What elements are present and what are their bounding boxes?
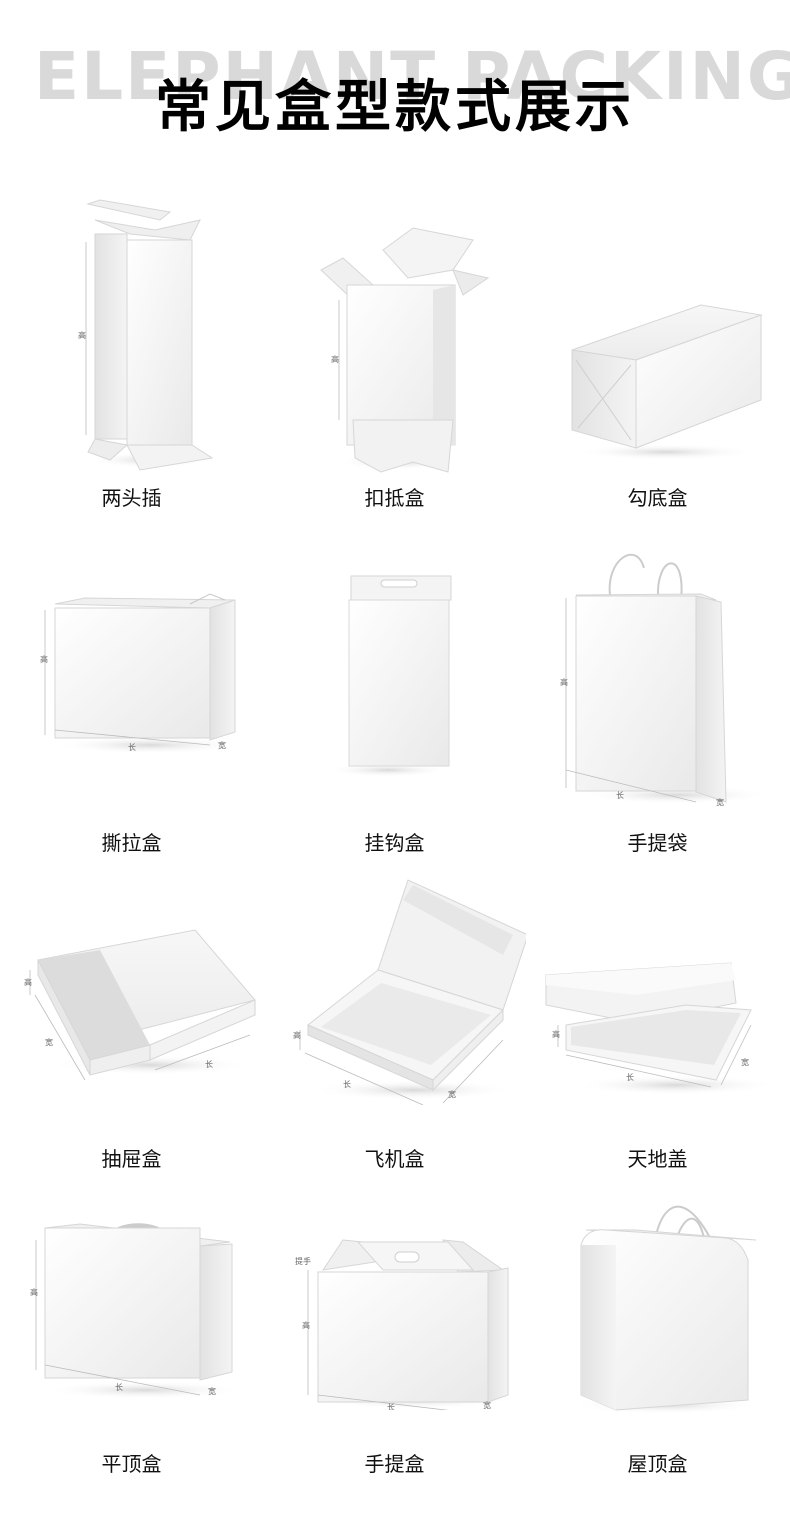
tear-strip-box-illustration: 高 长 宽 xyxy=(40,593,245,754)
box-type-label: 屋顶盒 xyxy=(627,1452,688,1476)
page-title: 常见盒型款式展示 xyxy=(155,75,635,140)
box-type-card: 挂钩盒 xyxy=(263,540,526,860)
box-type-card: 提手 高 长 宽 手提盒 xyxy=(263,1200,526,1500)
dimension-width-label: 宽 xyxy=(716,797,724,807)
paper-bag-illustration: 高 长 宽 xyxy=(560,553,771,807)
box-type-label: 平顶盒 xyxy=(101,1452,162,1476)
box-type-card: 高 长 宽 天地盖 xyxy=(526,875,789,1180)
handle-box-illustration: 提手 高 长 宽 xyxy=(295,1239,513,1410)
dimension-length-label: 长 xyxy=(115,1382,123,1392)
dimension-width-label: 宽 xyxy=(208,1386,216,1396)
box-type-label: 飞机盒 xyxy=(364,1147,425,1171)
box-type-card: 勾底盒 xyxy=(526,190,789,520)
crash-lock-box-illustration xyxy=(571,304,763,460)
gable-top-box-illustration xyxy=(571,1205,761,1414)
mailer-box-illustration: 高 长 宽 xyxy=(293,879,526,1105)
dimension-length-label: 长 xyxy=(616,790,624,800)
dimension-height-label: 高 xyxy=(552,1029,560,1039)
box-type-label: 天地盖 xyxy=(627,1147,688,1171)
box-type-card: 屋顶盒 xyxy=(526,1200,789,1500)
dimension-length-label: 长 xyxy=(387,1402,395,1410)
dimension-length-label: 长 xyxy=(343,1079,351,1089)
drawer-box-illustration: 高 宽 长 xyxy=(24,929,256,1081)
box-type-label: 撕拉盒 xyxy=(101,831,162,855)
dimension-height-label: 高 xyxy=(78,330,86,340)
box-type-label: 挂钩盒 xyxy=(364,831,425,855)
box-type-label: 扣抵盒 xyxy=(364,486,425,510)
box-type-card: 高 长 宽 手提袋 xyxy=(526,540,789,860)
dimension-height-label: 高 xyxy=(40,654,48,664)
tuck-end-box-illustration: 高 xyxy=(78,199,214,471)
lid-and-base-box-illustration: 高 长 宽 xyxy=(545,962,776,1095)
dimension-length-label: 长 xyxy=(128,742,136,752)
dimension-width-label: 宽 xyxy=(741,1057,749,1067)
box-type-card: 高 长 宽 飞机盒 xyxy=(263,875,526,1180)
box-type-label: 手提袋 xyxy=(627,831,688,855)
flat-top-handle-box-illustration: 高 长 宽 xyxy=(30,1223,245,1399)
box-type-label: 勾底盒 xyxy=(627,486,688,510)
dimension-height-label: 高 xyxy=(293,1030,301,1040)
dimension-width-label: 宽 xyxy=(483,1400,491,1410)
dimension-height-label: 高 xyxy=(302,1320,310,1330)
box-type-card: 高 两头插 xyxy=(0,190,263,520)
brand-watermark: ELEPHANT PACKING xyxy=(34,38,790,115)
dimension-height-label: 高 xyxy=(331,354,339,364)
hang-tab-box-illustration xyxy=(328,575,452,777)
dimension-height-label: 高 xyxy=(560,677,568,687)
box-type-card: 高 长 宽 平顶盒 xyxy=(0,1200,263,1500)
dimension-width-label: 宽 xyxy=(448,1089,456,1099)
dimension-width-label: 宽 xyxy=(45,1037,53,1047)
dimension-handle-label: 提手 xyxy=(295,1256,311,1266)
box-type-card: 高 扣抵盒 xyxy=(263,190,526,520)
box-type-label: 两头插 xyxy=(101,486,162,510)
dimension-width-label: 宽 xyxy=(218,740,226,750)
box-type-label: 手提盒 xyxy=(364,1452,425,1476)
snap-lock-box-illustration: 高 xyxy=(320,227,490,473)
box-type-label: 抽屉盒 xyxy=(101,1147,162,1171)
dimension-length-label: 长 xyxy=(205,1059,213,1069)
box-type-card: 高 宽 长 抽屉盒 xyxy=(0,875,263,1180)
page-header: ELEPHANT PACKING 常见盒型款式展示 xyxy=(0,0,790,160)
dimension-height-label: 高 xyxy=(30,1287,38,1297)
dimension-length-label: 长 xyxy=(626,1072,634,1082)
box-type-card: 高 长 宽 撕拉盒 xyxy=(0,540,263,860)
dimension-height-label: 高 xyxy=(24,977,32,987)
